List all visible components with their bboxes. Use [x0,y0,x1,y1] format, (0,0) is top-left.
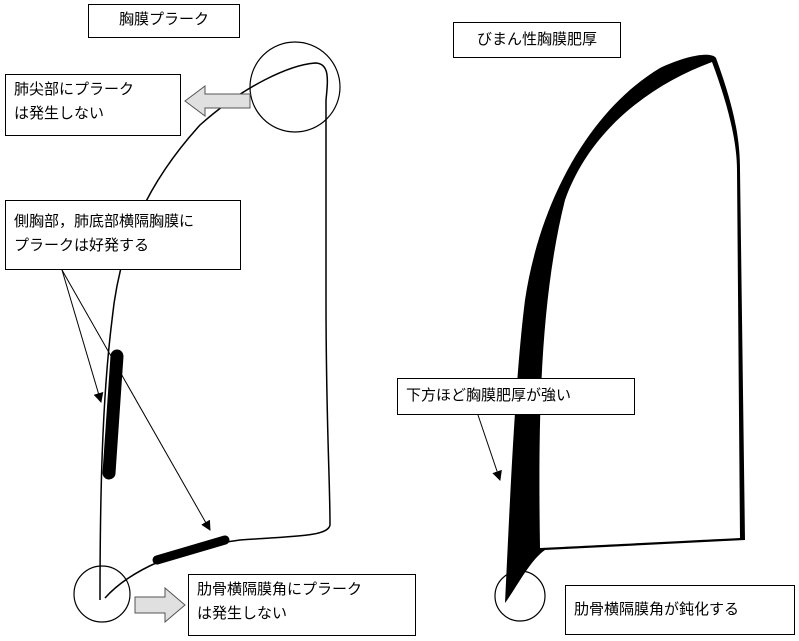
pointer-line-lateral [61,269,104,403]
costophrenic-circle-left [73,565,131,623]
thickness-note: 下方ほど胸膜肥厚が強い [406,386,572,404]
pointer-line-thickness [477,414,502,481]
apex-note-line2: は発生しない [14,104,105,122]
pointer-line-diaphragm [61,269,211,531]
left-angle-note-line2: は発生しない [197,604,288,622]
right-angle-note-box: 肋骨横隔膜角が鈍化する [565,585,795,635]
apex-circle [249,41,341,133]
costophrenic-circle-right [494,570,546,622]
left-title: 胸膜プラーク [118,10,209,28]
right-title: びまん性胸膜肥厚 [476,30,597,48]
arrow-right-icon [134,586,186,624]
plaque-diaphragm [152,535,230,565]
common-site-note-box: 側胸部，肺底部横隔胸膜に プラークは好発する [5,200,241,270]
plaque-lateral [102,349,124,480]
common-site-note-line2: プラークは好発する [14,236,150,254]
left-title-box: 胸膜プラーク [88,4,240,38]
thickness-note-box: 下方ほど胸膜肥厚が強い [397,378,635,415]
apex-note-line1: 肺尖部にプラーク [14,80,135,98]
right-title-box: びまん性胸膜肥厚 [453,22,621,58]
common-site-note-line1: 側胸部，肺底部横隔胸膜に [14,212,195,230]
left-angle-note-line1: 肋骨横隔膜角にプラーク [197,580,363,598]
left-lung-outline [99,62,331,601]
arrow-left-icon [184,85,251,117]
right-lung-inner [539,62,740,548]
right-angle-note: 肋骨横隔膜角が鈍化する [574,600,740,618]
left-angle-note-box: 肋骨横隔膜角にプラーク は発生しない [188,574,416,636]
apex-note-box: 肺尖部にプラーク は発生しない [5,74,181,136]
